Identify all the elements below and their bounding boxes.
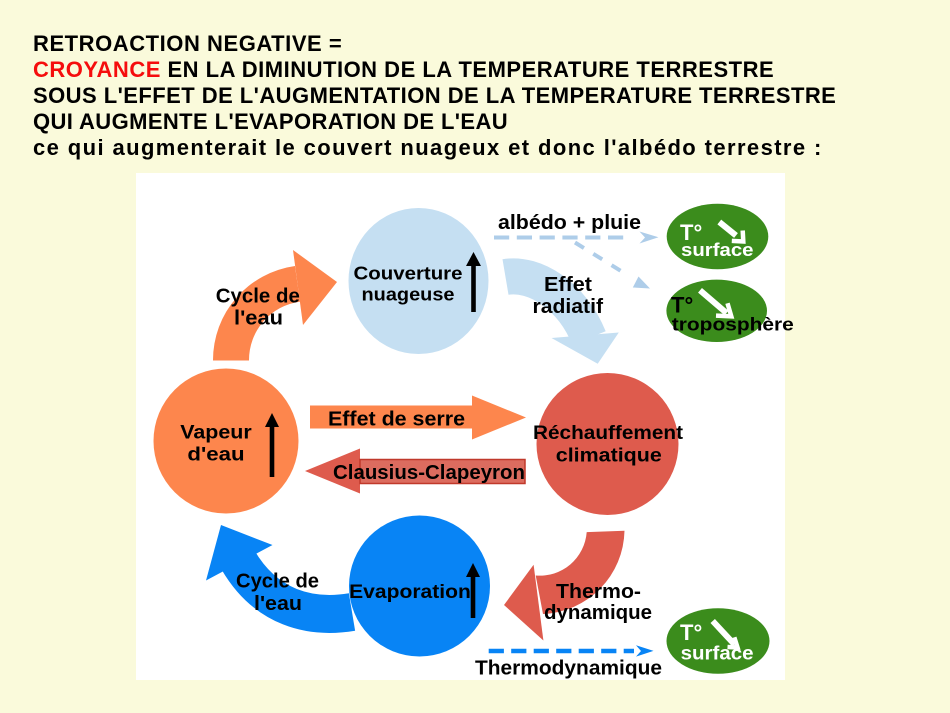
- svg-text:Evaporation: Evaporation: [349, 582, 471, 603]
- svg-text:d'eau: d'eau: [187, 445, 244, 466]
- svg-text:surface: surface: [681, 644, 754, 665]
- svg-text:surface: surface: [681, 240, 754, 260]
- svg-text:nuageuse: nuageuse: [362, 285, 455, 305]
- svg-text:radiatif: radiatif: [533, 296, 604, 318]
- svg-text:l'eau: l'eau: [234, 308, 283, 330]
- svg-text:Couverture: Couverture: [354, 264, 463, 284]
- svg-text:Cycle de: Cycle de: [236, 571, 319, 593]
- svg-text:dynamique: dynamique: [544, 602, 652, 624]
- svg-text:Clausius-Clapeyron: Clausius-Clapeyron: [333, 462, 525, 484]
- svg-text:T°: T°: [671, 292, 693, 317]
- svg-text:Effet: Effet: [544, 274, 592, 296]
- svg-text:Réchauffement: Réchauffement: [533, 423, 684, 444]
- svg-text:Thermodynamique: Thermodynamique: [475, 657, 662, 679]
- svg-text:Cycle de: Cycle de: [216, 286, 300, 308]
- svg-text:T°: T°: [680, 620, 702, 645]
- svg-text:Vapeur: Vapeur: [180, 423, 252, 444]
- svg-text:l'eau: l'eau: [254, 593, 302, 615]
- svg-text:T°: T°: [680, 220, 702, 245]
- svg-text:Effet de serre: Effet de serre: [328, 409, 465, 431]
- svg-text:Thermo-: Thermo-: [556, 581, 641, 603]
- svg-text:albédo + pluie: albédo + pluie: [498, 212, 641, 234]
- svg-text:troposphère: troposphère: [672, 314, 794, 335]
- svg-text:climatique: climatique: [556, 445, 662, 466]
